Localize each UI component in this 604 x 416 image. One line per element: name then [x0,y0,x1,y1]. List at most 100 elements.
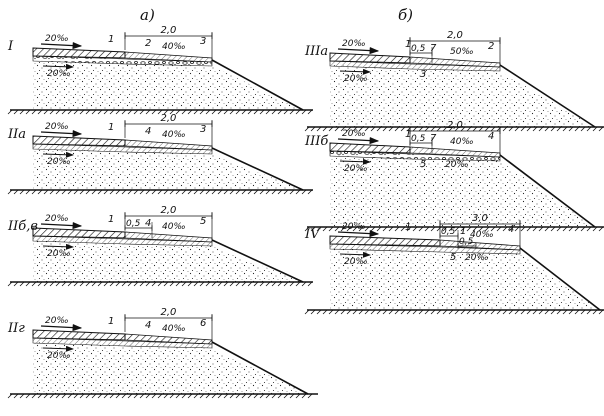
ground-hatch [67,393,73,399]
ground-hatch [271,393,277,399]
ground-hatch [145,109,151,115]
slope-under-value: 20‰ [47,351,71,361]
ground-hatch [61,109,67,115]
ground-hatch [328,309,334,315]
ground-hatch [259,281,265,287]
ground-hatch [484,226,490,232]
ground-hatch [502,309,508,315]
ground-hatch [157,189,163,195]
ground-hatch [61,393,67,399]
subgrade-soil [330,155,595,227]
ground-hatch [271,281,277,287]
ground-hatch [37,281,43,287]
ground-hatch [187,393,193,399]
layer-marker: 4 [145,126,151,137]
ground-hatch [199,393,205,399]
embankment-slope [499,64,596,128]
ground-hatch [265,281,271,287]
ground-hatch [514,226,520,232]
ground-hatch [49,393,55,399]
ground-hatch [532,126,538,132]
ground-hatch [520,126,526,132]
slope-arrow-under [339,158,371,165]
ground-hatch [241,109,247,115]
ground-hatch [508,309,514,315]
ground-hatch [181,109,187,115]
ground-hatch [364,309,370,315]
layer-marker: 4 [145,218,151,229]
embankment-slope [499,154,596,228]
ground-hatch [382,126,388,132]
ground-hatch [472,309,478,315]
ground-hatch [316,226,322,232]
ground-hatch [73,281,79,287]
ground-hatch [151,189,157,195]
ground-hatch [103,281,109,287]
ground-hatch [103,393,109,399]
slope-under-value: 20‰ [47,249,71,259]
ground-hatch [322,226,328,232]
slope-right-value: 40‰ [470,230,494,240]
dimension-value: 2,0 [161,113,177,124]
ground-hatch [91,281,97,287]
shoulder-surface [409,56,501,68]
ground-hatch [55,281,61,287]
ground-hatch [133,281,139,287]
ground-hatch [163,281,169,287]
ground-hatch [526,126,532,132]
dimension-value: 2,0 [161,25,177,36]
ground-hatch [169,393,175,399]
pavement-layer [329,142,411,154]
slope-under-value-2: 20‰ [465,253,489,263]
ground-hatch [346,226,352,232]
ground-hatch [526,226,532,232]
subgrade-soil [33,342,308,394]
group-label-b: б) [398,6,413,24]
slope-arrow-left [40,129,83,138]
layer-marker: 3 [200,36,206,47]
ground-hatch [304,126,310,132]
ground-hatch [550,126,556,132]
ground-hatch [217,189,223,195]
pavement-layer [32,135,126,147]
ground-hatch [514,126,520,132]
ground-hatch [424,309,430,315]
ground-hatch [37,109,43,115]
ground-hatch [289,109,295,115]
ground-hatch [322,309,328,315]
subgrade-soil [330,248,600,310]
ground-hatch [310,226,316,232]
ground-hatch [163,189,169,195]
ground-hatch [259,393,265,399]
ground-hatch [574,126,580,132]
ground-hatch [502,226,508,232]
ground-hatch [442,226,448,232]
ground-hatch [502,126,508,132]
ground-hatch [277,109,283,115]
layer-marker: 1 [108,122,114,133]
ground-hatch [187,109,193,115]
ground-hatch [418,226,424,232]
slope-left-value: 20‰ [45,34,69,44]
ground-hatch [241,281,247,287]
section-label: IIб,в [7,219,38,234]
slope-arrow-under [339,251,371,258]
ground-hatch [289,281,295,287]
embankment-slope [211,239,304,283]
ground-hatch [181,393,187,399]
ground-hatch [574,309,580,315]
slope-arrow-left [40,323,83,332]
ground-hatch [49,281,55,287]
slope-under-value-2: 20‰ [445,160,469,170]
ground-hatch [103,109,109,115]
subgrade-soil [33,60,303,110]
ground-hatch [301,189,307,195]
ground-hatch [568,309,574,315]
ground-hatch [277,281,283,287]
ground-hatch [169,281,175,287]
ground-hatch [340,126,346,132]
ground-hatch [49,189,55,195]
ground-hatch [382,309,388,315]
ground-hatch [97,281,103,287]
pavement-layer [32,227,126,239]
